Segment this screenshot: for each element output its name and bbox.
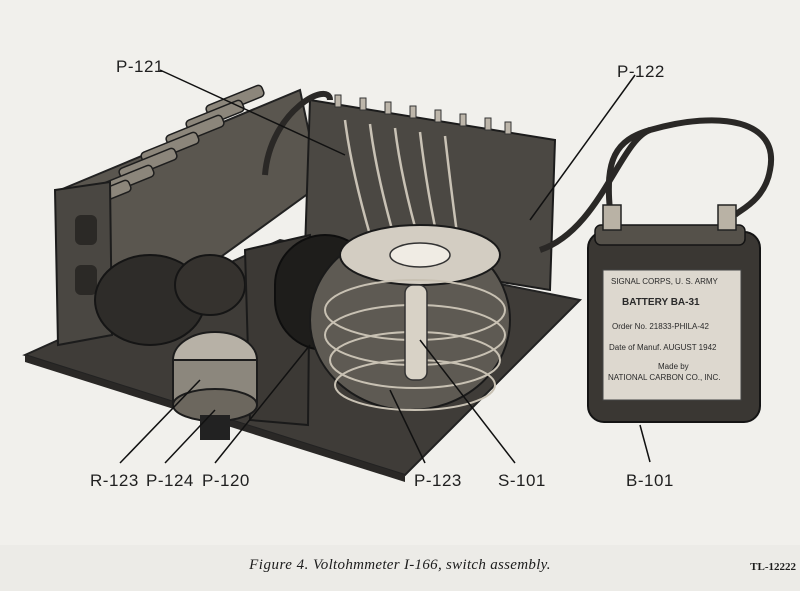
callout-r123: R-123	[90, 471, 139, 490]
battery-label-line1: SIGNAL CORPS, U. S. ARMY	[611, 277, 718, 286]
battery-label-line4: Date of Manuf. AUGUST 1942	[609, 343, 717, 352]
callout-b101: B-101	[626, 471, 674, 490]
figure-number: Figure 4.	[249, 557, 309, 573]
battery-cable	[538, 117, 775, 253]
photo-illustration	[22, 69, 775, 482]
battery-label-line5: Made by	[658, 362, 689, 371]
figure-caption: Figure 4. Voltohmmeter I-166, switch ass…	[0, 557, 800, 574]
callout-p122: P-122	[617, 62, 665, 81]
callout-p120: P-120	[202, 471, 250, 490]
callout-s101: S-101	[498, 471, 546, 490]
battery-label-line3: Order No. 21833-PHILA-42	[612, 322, 709, 331]
battery-label-line6: NATIONAL CARBON CO., INC.	[608, 373, 721, 382]
figure-caption-text: Voltohmmeter I-166, switch assembly.	[312, 557, 551, 573]
callout-p124: P-124	[146, 471, 194, 490]
callout-p123: P-123	[414, 471, 462, 490]
figure-code: TL-12222	[750, 561, 796, 573]
callout-p121: P-121	[116, 57, 164, 76]
equipment-photograph: P-121 P-122 R-123 P-124 P-120 P-123 S-10…	[22, 57, 775, 490]
caption-area	[0, 545, 800, 591]
battery-label-line2: BATTERY BA-31	[622, 297, 700, 308]
